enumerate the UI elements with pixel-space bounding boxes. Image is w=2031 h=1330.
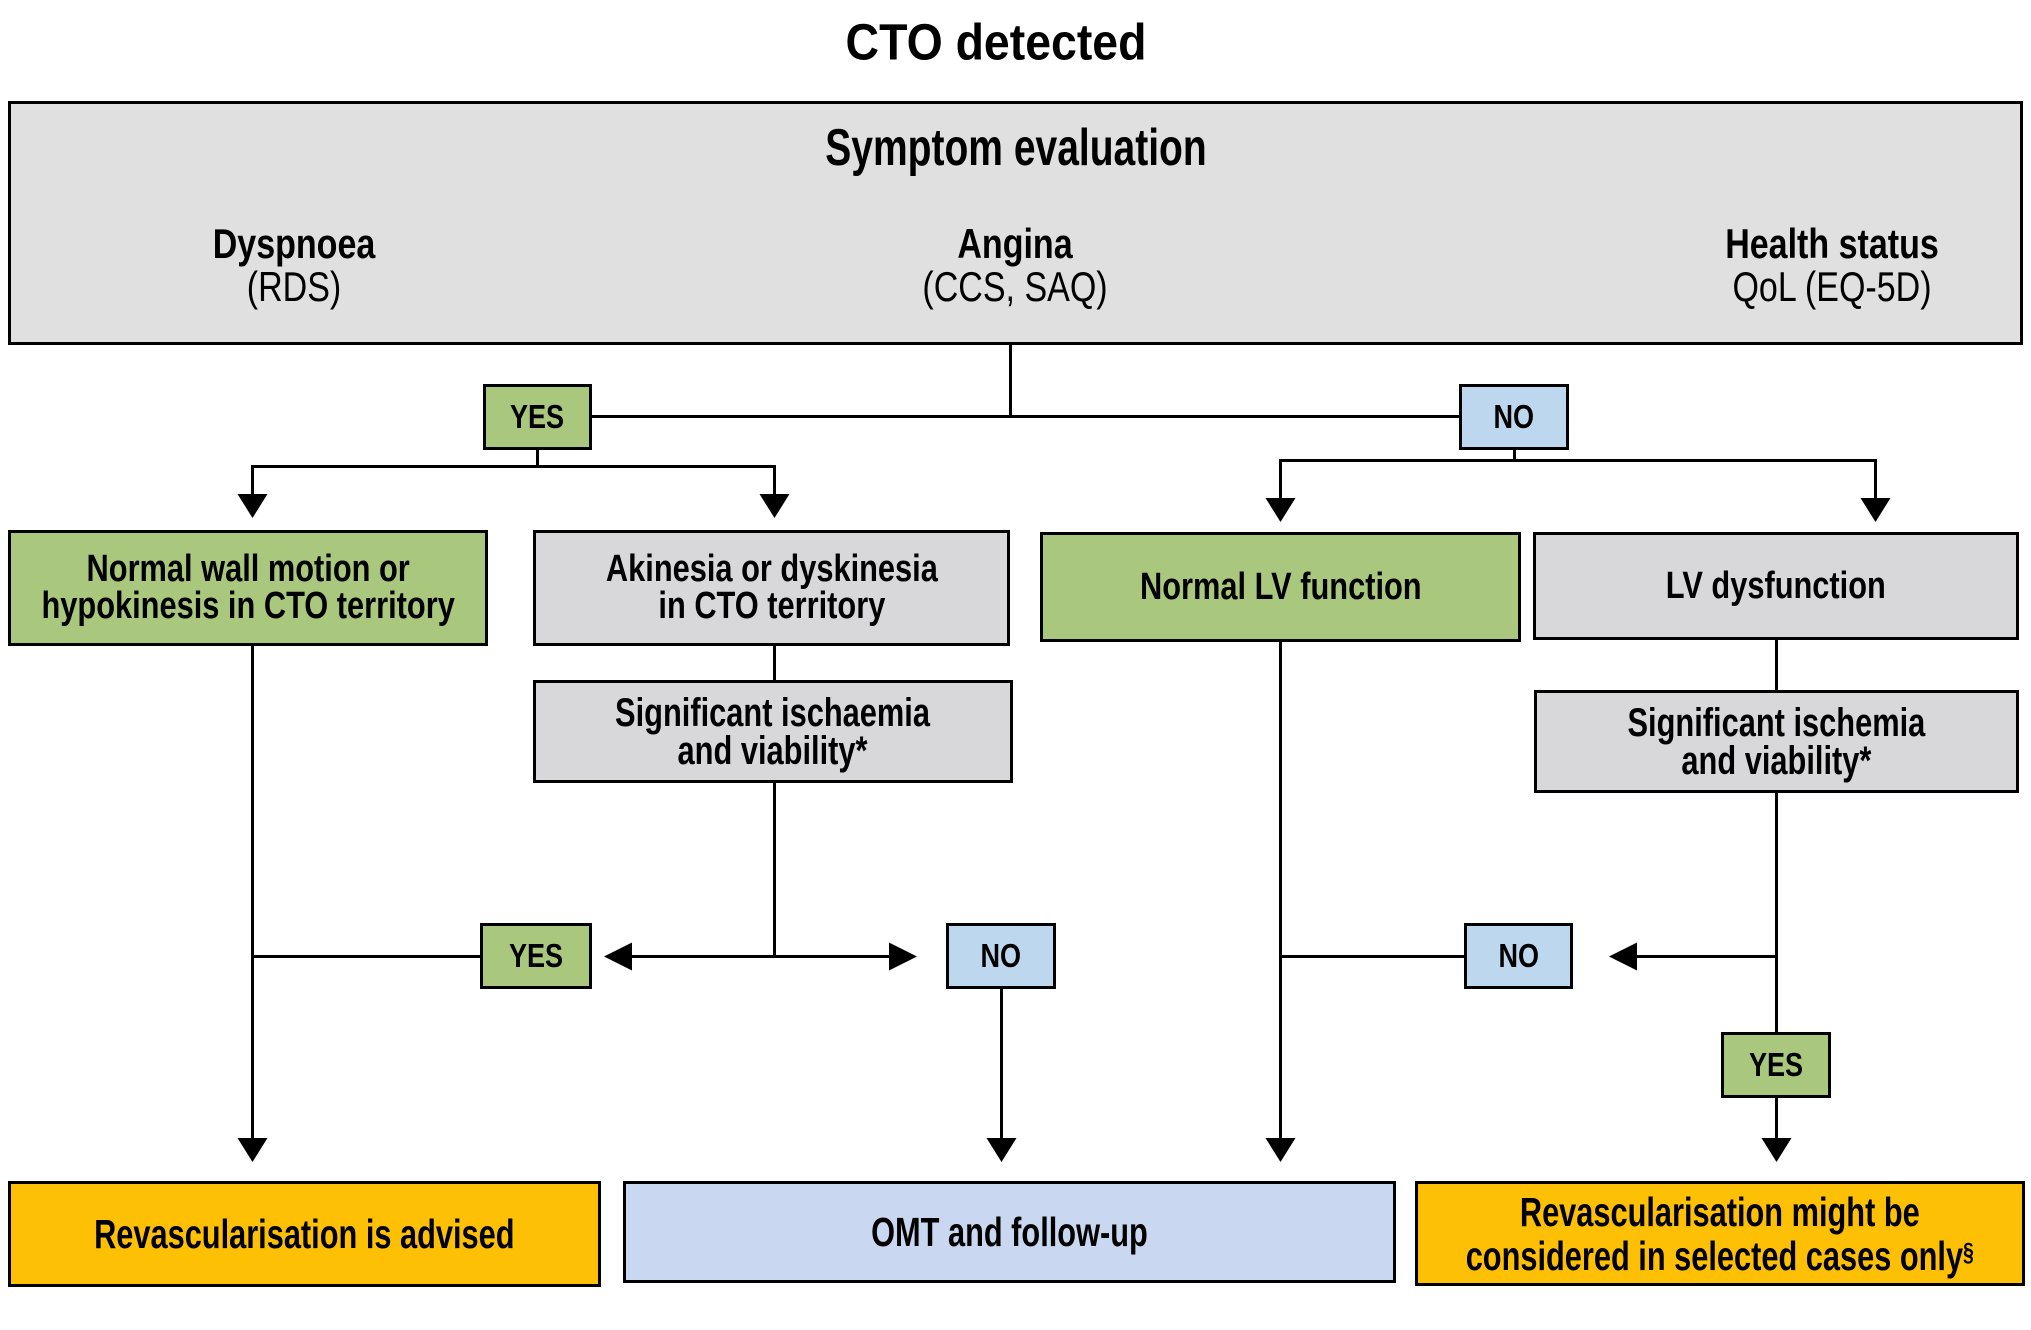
- node-lv-dysfunction: LV dysfunction: [1533, 532, 2019, 640]
- chip-symptom-yes: YES: [483, 384, 592, 450]
- node-label-line: and viability*: [1681, 738, 1872, 783]
- chip-label: NO: [980, 937, 1022, 974]
- section-mark: §: [1963, 1236, 1975, 1267]
- node-label-line: Akinesia or dyskinesia: [605, 548, 938, 590]
- node-label-line: Significant ischemia: [1627, 700, 1926, 745]
- chip-label: YES: [510, 398, 565, 435]
- chip-label: YES: [508, 937, 564, 974]
- node-label: Akinesia or dyskinesia in CTO territory: [605, 548, 938, 627]
- chip-ischaemia-yes: YES: [480, 923, 592, 989]
- outcome-omt-follow-up: OMT and follow-up: [623, 1181, 1396, 1283]
- arrow-to-yes2: [604, 942, 632, 971]
- node-label: Normal wall motion or hypokinesis in CTO…: [41, 548, 455, 627]
- symptom-panel-heading: Symptom evaluation: [824, 119, 1207, 177]
- node-label-line: hypokinesis in CTO territory: [41, 585, 455, 627]
- node-label-line: Normal wall motion or: [86, 548, 410, 590]
- symptom-column-dyspnoea: Dyspnoea (RDS): [194, 222, 395, 308]
- outcome-label: OMT and follow-up: [871, 1209, 1148, 1255]
- page-title: CTO detected: [845, 13, 1147, 71]
- chip-ischemia-yes: YES: [1721, 1032, 1831, 1098]
- node-label-line: Significant ischaemia: [615, 690, 931, 735]
- node-label-text: considered in selected cases only: [1465, 1232, 1964, 1279]
- symptom-evaluation-panel: Symptom evaluation Dyspnoea (RDS) Angina…: [8, 101, 2023, 345]
- node-label: LV dysfunction: [1665, 564, 1887, 607]
- column-subtitle: QoL (EQ-5D): [1732, 263, 1932, 310]
- node-label: Significant ischemia and viability*: [1627, 700, 1926, 783]
- column-title: Health status: [1725, 220, 1939, 267]
- node-label-line: considered in selected cases only§: [1466, 1232, 1974, 1276]
- chip-label: NO: [1498, 937, 1539, 974]
- arrow-to-revascularisation: [237, 1138, 268, 1162]
- node-label: Significant ischaemia and viability*: [615, 690, 931, 773]
- column-title: Dyspnoea: [212, 220, 376, 267]
- arrow-no2-to-omt: [986, 1138, 1017, 1162]
- outcome-label: Revascularisation is advised: [94, 1211, 515, 1257]
- node-normal-lv-function: Normal LV function: [1040, 532, 1521, 642]
- chip-ischaemia-no: NO: [946, 923, 1056, 989]
- outcome-revascularisation-advised: Revascularisation is advised: [8, 1181, 601, 1287]
- chip-symptom-no: NO: [1459, 384, 1569, 450]
- column-subtitle: (RDS): [246, 263, 342, 310]
- node-normal-wall-motion: Normal wall motion or hypokinesis in CTO…: [8, 530, 488, 646]
- node-significant-ischaemia-left: Significant ischaemia and viability*: [533, 680, 1013, 783]
- node-significant-ischemia-right: Significant ischemia and viability*: [1534, 690, 2019, 793]
- symptom-column-health-status: Health status QoL (EQ-5D): [1700, 222, 1964, 308]
- arrow-to-lv-dysfunction: [1860, 498, 1891, 522]
- column-subtitle: (CCS, SAQ): [922, 263, 1108, 310]
- arrow-to-normal-lv: [1265, 498, 1296, 522]
- column-title: Angina: [957, 220, 1073, 267]
- arrow-to-no2: [889, 942, 917, 971]
- node-akinesia: Akinesia or dyskinesia in CTO territory: [533, 530, 1010, 646]
- chip-label: NO: [1493, 398, 1535, 435]
- node-label-line: and viability*: [678, 728, 868, 773]
- arrow-to-revascularisation-selected: [1761, 1138, 1792, 1162]
- outcome-revascularisation-selected: Revascularisation might be considered in…: [1415, 1181, 2025, 1286]
- chip-ischemia-no: NO: [1464, 923, 1573, 989]
- node-label-line: Revascularisation might be: [1520, 1188, 1920, 1235]
- arrow-to-normal-wall: [237, 494, 268, 518]
- arrow-to-akinesia: [759, 494, 790, 518]
- node-label: Normal LV function: [1139, 565, 1422, 608]
- symptom-column-angina: Angina (CCS, SAQ): [901, 222, 1130, 308]
- node-label-line: in CTO territory: [658, 585, 885, 627]
- arrow-to-no3: [1609, 942, 1637, 971]
- outcome-label: Revascularisation might be considered in…: [1466, 1188, 1974, 1276]
- arrow-lv-to-omt: [1265, 1138, 1296, 1162]
- chip-label: YES: [1748, 1046, 1804, 1083]
